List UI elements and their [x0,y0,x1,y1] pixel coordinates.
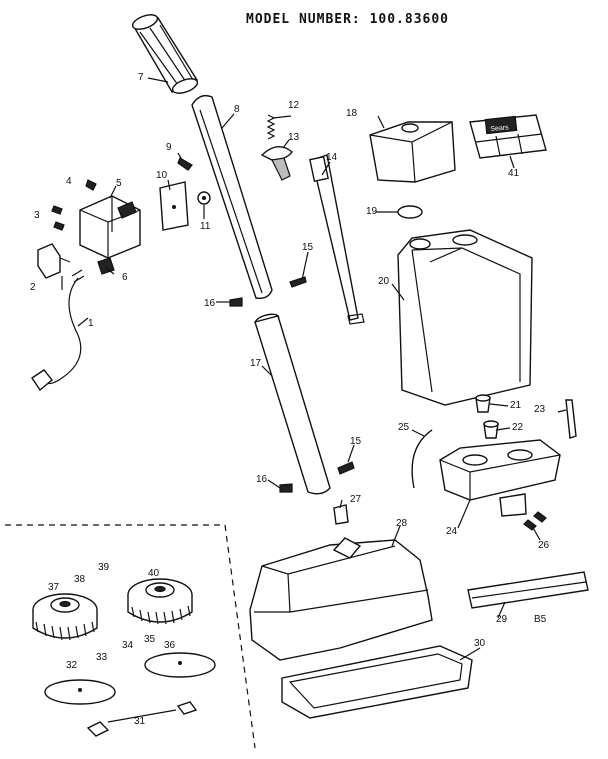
part-knob [197,191,211,205]
callout-29: 29 [496,614,508,625]
part-pad-32 [44,679,116,705]
callout-2: 2 [30,282,36,293]
callout-30: 30 [474,638,486,649]
part-power-cord [31,269,85,392]
callout-41: 41 [508,168,520,179]
callout-6: 6 [122,272,128,283]
callout-15a: 15 [302,242,314,253]
callout-1: 1 [88,318,94,329]
part-lever [565,399,577,439]
part-switch [37,243,71,279]
callout-4: 4 [66,176,72,187]
callout-16b: 16 [256,474,268,485]
callout-12: 12 [288,100,300,111]
part-cap [397,205,423,219]
part-clip-27 [333,504,349,525]
callout-36: 36 [164,640,176,651]
part-dispenser-tray [439,439,561,517]
callout-b5: B5 [534,614,547,625]
callout-22: 22 [512,422,524,433]
callout-17: 17 [250,358,262,369]
part-handle-grip [131,14,199,94]
part-brush-40 [127,578,193,625]
callout-28: 28 [396,518,408,529]
part-main-housing [249,537,433,661]
part-switch-bracket [79,195,141,259]
part-pad-36 [144,652,216,678]
callout-27: 27 [350,494,362,505]
callout-21: 21 [510,400,522,411]
callout-23: 23 [534,404,546,415]
callout-24: 24 [446,526,458,537]
part-clip [260,146,293,181]
part-lower-handle-tube [254,313,331,495]
callout-31: 31 [134,716,146,727]
callout-18: 18 [346,108,358,119]
part-solution-tank [397,229,533,406]
callout-8: 8 [234,104,240,115]
callout-19: 19 [366,206,378,217]
part-valve-21 [475,394,491,413]
callout-34: 34 [122,640,134,651]
part-valve-22 [483,420,499,439]
accessory-kit-boundary [5,524,256,749]
part-screw-9 [177,157,193,171]
callout-11: 11 [200,221,211,232]
part-cord-hook [309,154,365,325]
callout-35: 35 [144,634,156,645]
callout-40: 40 [148,568,160,579]
part-connector [86,701,198,737]
part-nut [97,257,115,275]
callout-38: 38 [74,574,86,585]
leader-lines [61,77,567,723]
part-screw-16-upper [229,297,243,307]
part-brush-37 [32,593,98,641]
part-top-cover [369,121,456,183]
callout-3: 3 [34,210,40,221]
callout-14: 14 [326,152,338,163]
callout-16a: 16 [204,298,216,309]
part-screw-16-lower [279,483,293,493]
callout-13: 13 [288,132,300,143]
callout-5: 5 [116,178,122,189]
part-screws-26 [523,511,547,531]
callout-26: 26 [538,540,550,551]
callout-9: 9 [166,142,172,153]
callout-37: 37 [48,582,60,593]
nameplate-brand: Sears [490,124,509,133]
callout-32: 32 [66,660,78,671]
callout-10: 10 [156,170,168,181]
callout-39: 39 [98,562,110,573]
callout-15b: 15 [350,436,362,447]
part-base-tray [281,645,473,719]
callout-25: 25 [398,422,410,433]
part-upper-handle-tube [191,94,273,300]
part-bolt-lower [337,461,355,475]
model-number-title: MODEL NUMBER: 100.83600 [246,12,450,27]
part-bolt-upper [289,276,307,288]
part-nameplate-29 [467,571,589,609]
callout-33: 33 [96,652,108,663]
callout-labels: 7 8 9 10 11 12 13 14 15 15 16 16 17 18 1… [30,72,550,727]
callout-20: 20 [378,276,390,287]
part-nameplate: Sears [469,114,547,159]
part-screw-4 [85,179,97,191]
part-spring [266,114,276,140]
callout-7: 7 [138,72,144,83]
part-screws-3 [51,205,65,231]
